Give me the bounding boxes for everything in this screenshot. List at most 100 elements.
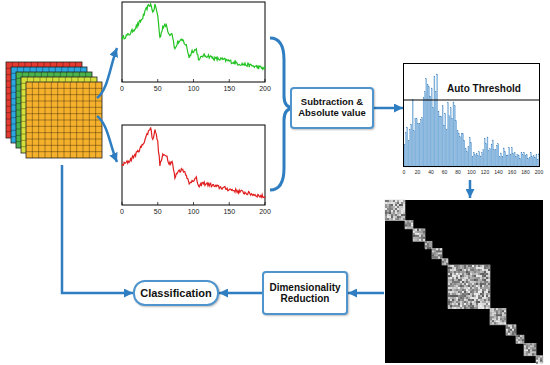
matrix-cell bbox=[478, 289, 480, 291]
matrix-cell bbox=[466, 295, 468, 297]
matrix-cell bbox=[472, 271, 474, 273]
matrix-cell bbox=[415, 235, 417, 237]
matrix-cell bbox=[472, 297, 474, 299]
matrix-cell bbox=[482, 293, 484, 295]
matrix-cell bbox=[488, 285, 490, 287]
matrix-cell bbox=[470, 303, 472, 305]
matrix-cell bbox=[514, 333, 516, 335]
matrix-cell bbox=[484, 269, 486, 271]
matrix-cell bbox=[528, 343, 530, 345]
matrix-block bbox=[385, 200, 405, 221]
matrix-cell bbox=[484, 293, 486, 295]
matrix-cell bbox=[482, 273, 484, 275]
matrix-cell bbox=[508, 333, 510, 335]
histogram-bar bbox=[434, 76, 435, 167]
histogram-bar bbox=[537, 159, 538, 167]
matrix-cell bbox=[474, 299, 476, 301]
matrix-cell bbox=[397, 200, 399, 202]
matrix-cell bbox=[448, 281, 450, 283]
matrix-cell bbox=[454, 277, 456, 279]
matrix-cell bbox=[432, 252, 434, 254]
matrix-cell bbox=[498, 310, 500, 312]
matrix-cell bbox=[450, 301, 452, 303]
matrix-cell bbox=[474, 285, 476, 287]
histogram-bar bbox=[522, 154, 523, 167]
cube-grid bbox=[26, 126, 102, 127]
matrix-block bbox=[413, 229, 425, 241]
matrix-cell bbox=[452, 273, 454, 275]
matrix-cell bbox=[472, 285, 474, 287]
matrix-cell bbox=[417, 237, 419, 239]
histogram-bar bbox=[435, 91, 436, 167]
matrix-block bbox=[490, 308, 506, 325]
matrix-cell bbox=[397, 218, 399, 220]
matrix-cell bbox=[403, 218, 405, 220]
matrix-block bbox=[536, 356, 543, 363]
matrix-cell bbox=[468, 299, 470, 301]
matrix-cell bbox=[393, 212, 395, 214]
matrix-cell bbox=[456, 291, 458, 293]
histogram-bar bbox=[486, 144, 487, 167]
matrix-cell bbox=[438, 254, 440, 256]
matrix-cell bbox=[470, 297, 472, 299]
matrix-cell bbox=[391, 204, 393, 206]
matrix-cell bbox=[482, 285, 484, 287]
plot-frame bbox=[122, 125, 265, 205]
matrix-cell bbox=[456, 307, 458, 309]
histogram-bar bbox=[529, 157, 530, 167]
matrix-cell bbox=[488, 281, 490, 283]
histogram-bar bbox=[479, 152, 480, 167]
histogram-bar bbox=[477, 156, 478, 167]
matrix-cell bbox=[464, 299, 466, 301]
matrix-cell bbox=[387, 218, 389, 220]
matrix-cell bbox=[448, 291, 450, 293]
matrix-cell bbox=[458, 291, 460, 293]
matrix-cell bbox=[486, 289, 488, 291]
matrix-cell bbox=[397, 212, 399, 214]
histogram-bar bbox=[517, 154, 518, 167]
matrix-cell bbox=[484, 265, 486, 267]
matrix-cell bbox=[468, 279, 470, 281]
axis-tick-label: 20 bbox=[415, 170, 421, 175]
matrix-cell bbox=[472, 289, 474, 291]
matrix-cell bbox=[504, 320, 506, 322]
matrix-cell bbox=[409, 221, 411, 223]
matrix-cell bbox=[486, 279, 488, 281]
axis-tick-label: 150 bbox=[223, 208, 235, 215]
matrix-cell bbox=[502, 312, 504, 314]
matrix-cell bbox=[429, 243, 431, 245]
matrix-cell bbox=[446, 263, 448, 265]
axis-tick-label: 60 bbox=[442, 170, 448, 175]
tick-mark bbox=[157, 79, 158, 82]
matrix-cell bbox=[401, 200, 403, 202]
matrix-cell bbox=[389, 210, 391, 212]
matrix-cell bbox=[470, 293, 472, 295]
matrix-cell bbox=[393, 210, 395, 212]
matrix-cell bbox=[456, 285, 458, 287]
matrix-cell bbox=[423, 229, 425, 231]
histogram-bar bbox=[420, 119, 421, 167]
matrix-cell bbox=[480, 275, 482, 277]
matrix-cell bbox=[421, 239, 423, 241]
matrix-block bbox=[425, 241, 432, 248]
matrix-cell bbox=[409, 227, 411, 229]
matrix-cell bbox=[480, 301, 482, 303]
matrix-cell bbox=[470, 269, 472, 271]
matrix-cell bbox=[434, 250, 436, 252]
matrix-cell bbox=[490, 312, 492, 314]
matrix-cell bbox=[488, 301, 490, 303]
matrix-cell bbox=[452, 283, 454, 285]
matrix-cell bbox=[502, 320, 504, 322]
matrix-cell bbox=[502, 308, 504, 310]
matrix-cell bbox=[460, 289, 462, 291]
matrix-cell bbox=[466, 307, 468, 309]
tick-mark bbox=[229, 202, 230, 205]
matrix-cell bbox=[506, 325, 508, 327]
histogram-bar bbox=[487, 137, 488, 167]
matrix-cell bbox=[385, 208, 387, 210]
matrix-cell bbox=[526, 347, 528, 349]
matrix-cell bbox=[464, 301, 466, 303]
matrix-cell bbox=[399, 218, 401, 220]
matrix-cell bbox=[510, 327, 512, 329]
matrix-cell bbox=[484, 295, 486, 297]
